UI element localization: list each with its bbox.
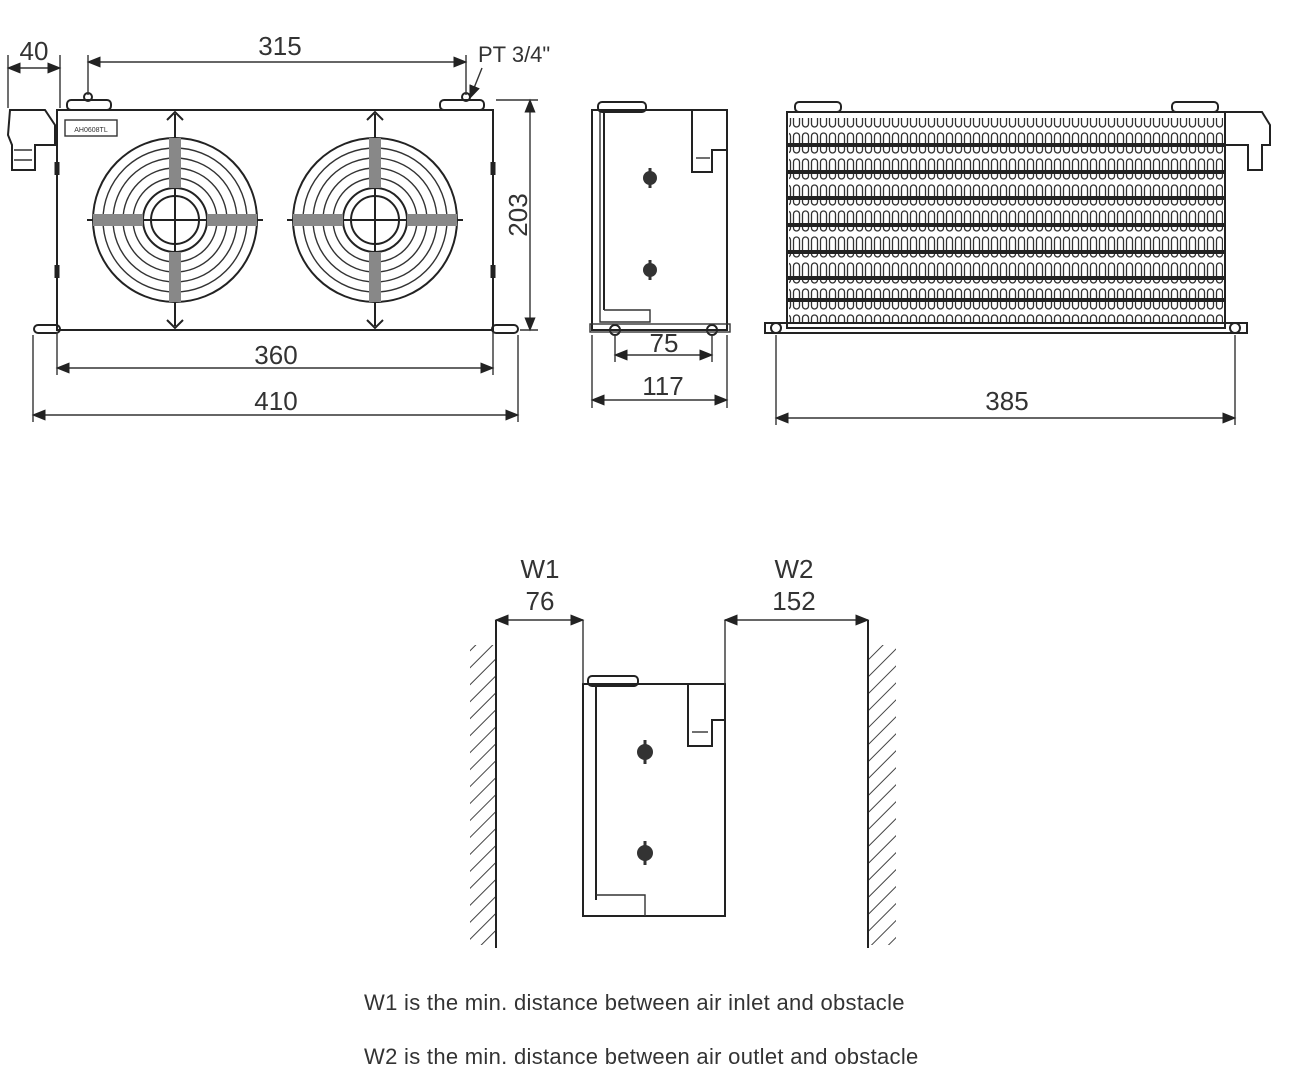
fan-right — [286, 111, 464, 329]
side-junction-box — [691, 109, 728, 173]
top-junction-box — [1224, 111, 1271, 171]
dim-height-203: 203 — [503, 193, 533, 236]
dim-length-385: 385 — [985, 386, 1028, 416]
note-w2: W2 is the min. distance between air outl… — [364, 1044, 919, 1069]
side-housing — [591, 109, 728, 331]
nameplate — [64, 119, 118, 137]
connection-label: PT 3/4" — [478, 42, 550, 67]
w1-label: W1 — [521, 554, 560, 584]
coil-frame — [786, 111, 1226, 329]
dim-connector-40: 40 — [20, 36, 49, 66]
obstacle-right — [868, 645, 896, 945]
dim-inlet-spacing-315: 315 — [258, 31, 301, 61]
dim-depth-117: 117 — [642, 371, 683, 401]
note-w1: W1 is the min. distance between air inle… — [364, 990, 905, 1015]
junction-box — [6, 109, 56, 171]
side-view: 75 117 — [589, 101, 731, 408]
w1-value: 76 — [526, 586, 555, 616]
top-view: 385 — [764, 101, 1271, 425]
clearance-view: W1 76 W2 152 — [470, 554, 896, 948]
clearance-unit — [582, 683, 726, 917]
fan-left — [86, 111, 264, 329]
front-housing — [56, 109, 494, 331]
dim-body-width-360: 360 — [254, 340, 297, 370]
front-view: AH0608TL 40 315 PT 3/4" 203 360 — [6, 31, 550, 422]
nameplate-text: AH0608TL — [74, 127, 108, 134]
w2-value: 152 — [772, 586, 815, 616]
obstacle-left — [470, 645, 496, 945]
coil-fins — [789, 118, 1223, 324]
outlet-fitting — [439, 99, 485, 111]
dim-mount-spacing-75: 75 — [650, 328, 679, 358]
w2-label: W2 — [775, 554, 814, 584]
dim-total-width-410: 410 — [254, 386, 297, 416]
